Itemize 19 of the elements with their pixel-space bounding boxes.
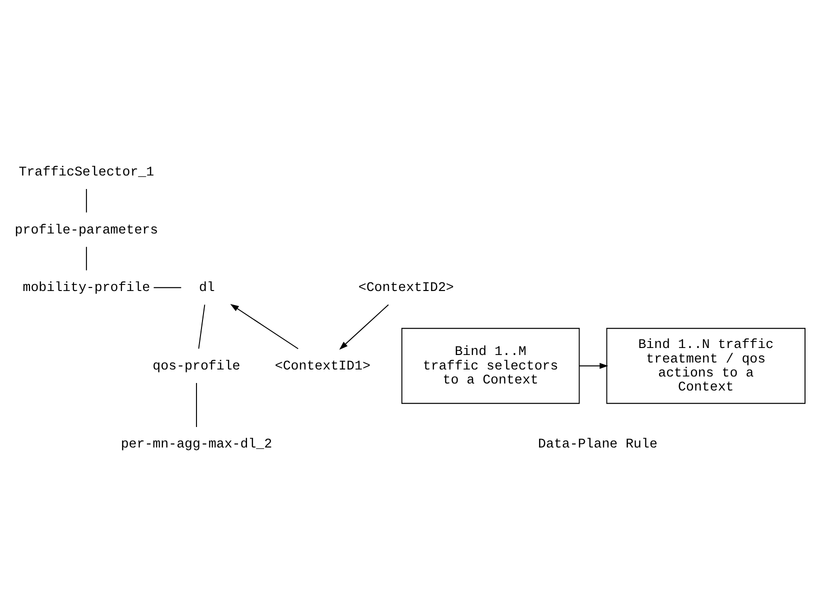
connector xyxy=(198,304,206,350)
node-box: Bind 1..N traffic treatment / qos actions to a Context xyxy=(606,328,806,404)
connector xyxy=(86,188,87,213)
arrow xyxy=(230,304,299,350)
label: Data-Plane Rule xyxy=(538,436,658,452)
connector xyxy=(196,382,197,428)
node-text: TrafficSelector_1 xyxy=(18,164,154,180)
node-text: <ContextID2> xyxy=(358,280,454,296)
node-text: <ContextID1> xyxy=(274,358,370,374)
arrow xyxy=(578,362,608,369)
arrow xyxy=(339,304,389,350)
node-text: mobility-profile xyxy=(22,280,150,296)
node-text: qos-profile xyxy=(152,358,240,374)
node-text: profile-parameters xyxy=(14,222,158,238)
connector xyxy=(86,246,87,271)
node-text: dl xyxy=(198,280,215,296)
connector xyxy=(153,287,182,288)
node-text: per-mn-agg-max-dl_2 xyxy=(120,436,272,452)
node-box: Bind 1..M traffic selectors to a Context xyxy=(401,328,580,404)
